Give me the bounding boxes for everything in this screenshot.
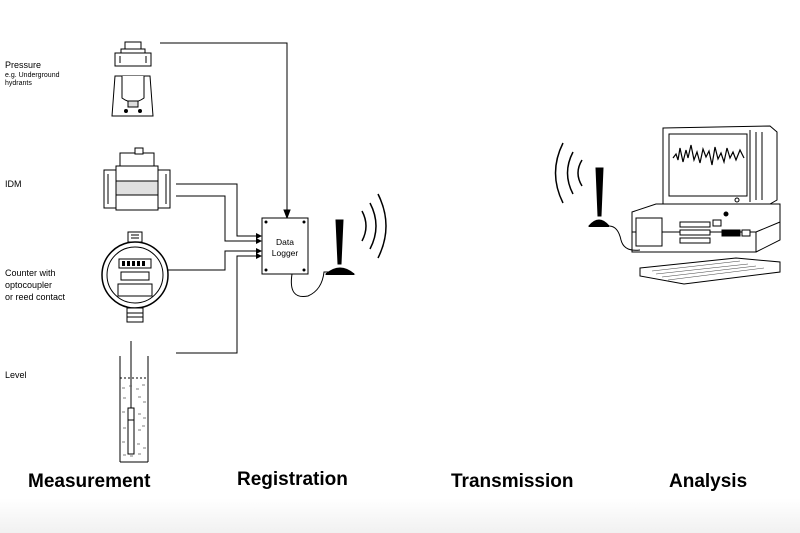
pressure-label: Pressure bbox=[5, 60, 42, 70]
data-logger-label-line2: Logger bbox=[271, 248, 299, 258]
counter-label-line3: or reed contact bbox=[5, 292, 66, 302]
registration-signal-waves-icon bbox=[361, 193, 387, 259]
level-label: Level bbox=[5, 370, 27, 380]
pressure-sublabel-line1: e.g. Underground bbox=[5, 72, 60, 79]
pressure-sublabel-line2: hydrants bbox=[5, 80, 32, 87]
level-sensor-icon bbox=[119, 341, 149, 463]
stage-title-registration: Registration bbox=[237, 469, 348, 490]
computer-icon bbox=[631, 125, 781, 285]
water-counter-icon bbox=[101, 231, 169, 323]
pressure-sensor-icon bbox=[111, 41, 154, 117]
logger-antenna-cable bbox=[290, 271, 330, 298]
sensor-connection-lines bbox=[160, 42, 291, 354]
receiver-signal-waves-icon bbox=[554, 142, 583, 204]
data-logger-label-line1: Data bbox=[276, 237, 294, 247]
receiver-antenna-icon bbox=[587, 167, 611, 227]
counter-label-line2: optocoupler bbox=[5, 280, 53, 290]
registration-antenna-icon bbox=[324, 219, 356, 275]
stage-title-measurement: Measurement bbox=[28, 471, 151, 492]
counter-label-line1: Counter with bbox=[5, 268, 56, 278]
data-logger-box bbox=[261, 217, 309, 275]
idm-flow-meter-icon bbox=[103, 147, 171, 211]
stage-title-analysis: Analysis bbox=[669, 471, 748, 492]
bottom-fade bbox=[0, 498, 800, 533]
idm-label: IDM bbox=[5, 179, 22, 189]
stage-title-transmission: Transmission bbox=[451, 471, 574, 492]
